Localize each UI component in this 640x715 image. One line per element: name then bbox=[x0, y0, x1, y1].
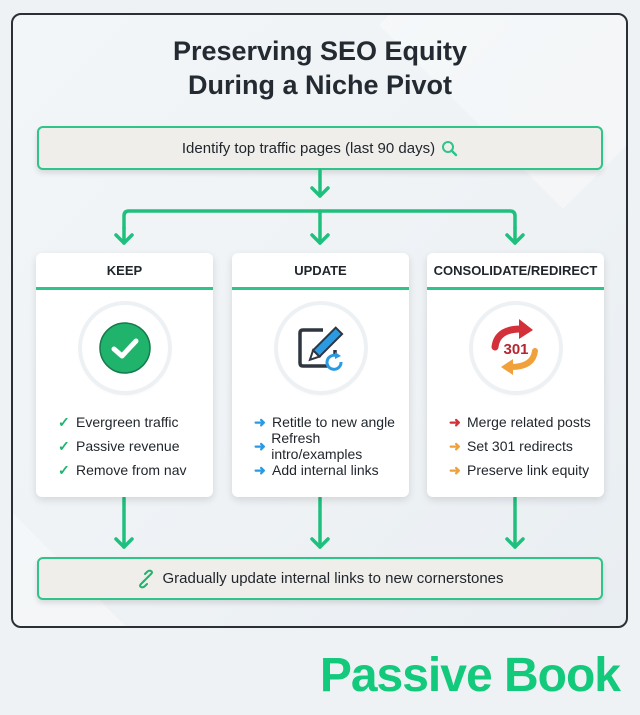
arrow-right-icon: ➜ bbox=[449, 413, 461, 430]
list-item: ➜ Merge related posts bbox=[449, 410, 591, 434]
arrow-right-icon: ➜ bbox=[449, 437, 461, 454]
list-item: ✓ Remove from nav bbox=[58, 458, 186, 482]
list-item: ➜ Add internal links bbox=[254, 458, 409, 482]
check-icon: ✓ bbox=[58, 461, 70, 478]
list-item: ✓ Passive revenue bbox=[58, 434, 186, 458]
consolidate-list: ➜Merge related posts ➜Set 301 redirects … bbox=[449, 410, 591, 482]
link-icon bbox=[139, 569, 154, 588]
update-card: UPDATE ➜ Retitle to new angle ➜ Refresh in… bbox=[232, 253, 409, 497]
list-item: ✓ Evergreen traffic bbox=[58, 410, 186, 434]
identify-pages-step: Identify top traffic pages (last 90 days… bbox=[37, 126, 603, 170]
list-item: ➜ Retitle to new angle bbox=[254, 410, 409, 434]
arrow-right-icon: ➜ bbox=[449, 461, 461, 478]
title-line-1: Preserving SEO Equity bbox=[172, 36, 468, 66]
keep-list: ✓ Evergreen traffic ✓ Passive revenue ✓ Rem… bbox=[58, 410, 186, 482]
redirect-301-icon: 301 bbox=[491, 319, 538, 375]
card-heading: CONSOLIDATE/REDIRECT bbox=[427, 253, 604, 290]
icon-badge bbox=[277, 305, 364, 391]
list-item: ➜ Set 301 redirects bbox=[449, 434, 591, 458]
list-item: ➜ Preserve link equity bbox=[449, 458, 591, 482]
search-icon bbox=[442, 140, 458, 156]
consolidate-redirect-card: CONSOLIDATE/REDIRECT 301 ➜ Merge related … bbox=[427, 253, 604, 497]
check-circle-icon bbox=[98, 322, 151, 374]
title-line-2: During a Niche Pivot bbox=[187, 70, 453, 100]
check-icon: ✓ bbox=[58, 413, 70, 430]
update-internal-links-step: Gradually update internal links to new c… bbox=[37, 557, 603, 600]
arrow-right-icon: ➜ bbox=[254, 461, 266, 478]
item-label: Passive revenue bbox=[76, 438, 180, 454]
item-label: Retitle to new angle bbox=[272, 414, 395, 430]
page-title: Preserving SEO Equity During a Niche Piv… bbox=[0, 34, 640, 102]
update-list: ➜ Retitle to new angle ➜ Refresh intro/exa… bbox=[254, 410, 409, 482]
list-item: ➜ Refresh intro/examples bbox=[254, 430, 409, 462]
arrow-right-icon: ➜ bbox=[254, 413, 266, 430]
item-label: Remove from nav bbox=[76, 462, 187, 478]
svg-text:301: 301 bbox=[503, 341, 528, 358]
update-links-label: Gradually update internal links to new c… bbox=[162, 570, 504, 587]
check-icon: ✓ bbox=[58, 437, 70, 454]
edit-refresh-icon bbox=[297, 326, 344, 371]
item-label: Refresh intro/examples bbox=[271, 430, 363, 462]
brand-logo: Passive Book bbox=[319, 649, 621, 702]
keep-card: KEEP ✓ Evergreen traffic ✓ Passive revenue… bbox=[36, 253, 213, 497]
icon-badge bbox=[81, 305, 168, 391]
card-heading: KEEP bbox=[36, 253, 213, 290]
item-label: Add internal links bbox=[272, 462, 379, 478]
arrow-right-icon: ➜ bbox=[254, 437, 266, 454]
item-label: Merge related posts bbox=[467, 414, 591, 430]
icon-badge: 301 bbox=[472, 305, 559, 391]
item-label: Preserve link equity bbox=[467, 462, 590, 478]
item-label: Evergreen traffic bbox=[76, 414, 179, 430]
card-heading: UPDATE bbox=[232, 253, 409, 290]
item-label: Set 301 redirects bbox=[467, 438, 573, 454]
identify-pages-label: Identify top traffic pages (last 90 days… bbox=[181, 139, 436, 157]
